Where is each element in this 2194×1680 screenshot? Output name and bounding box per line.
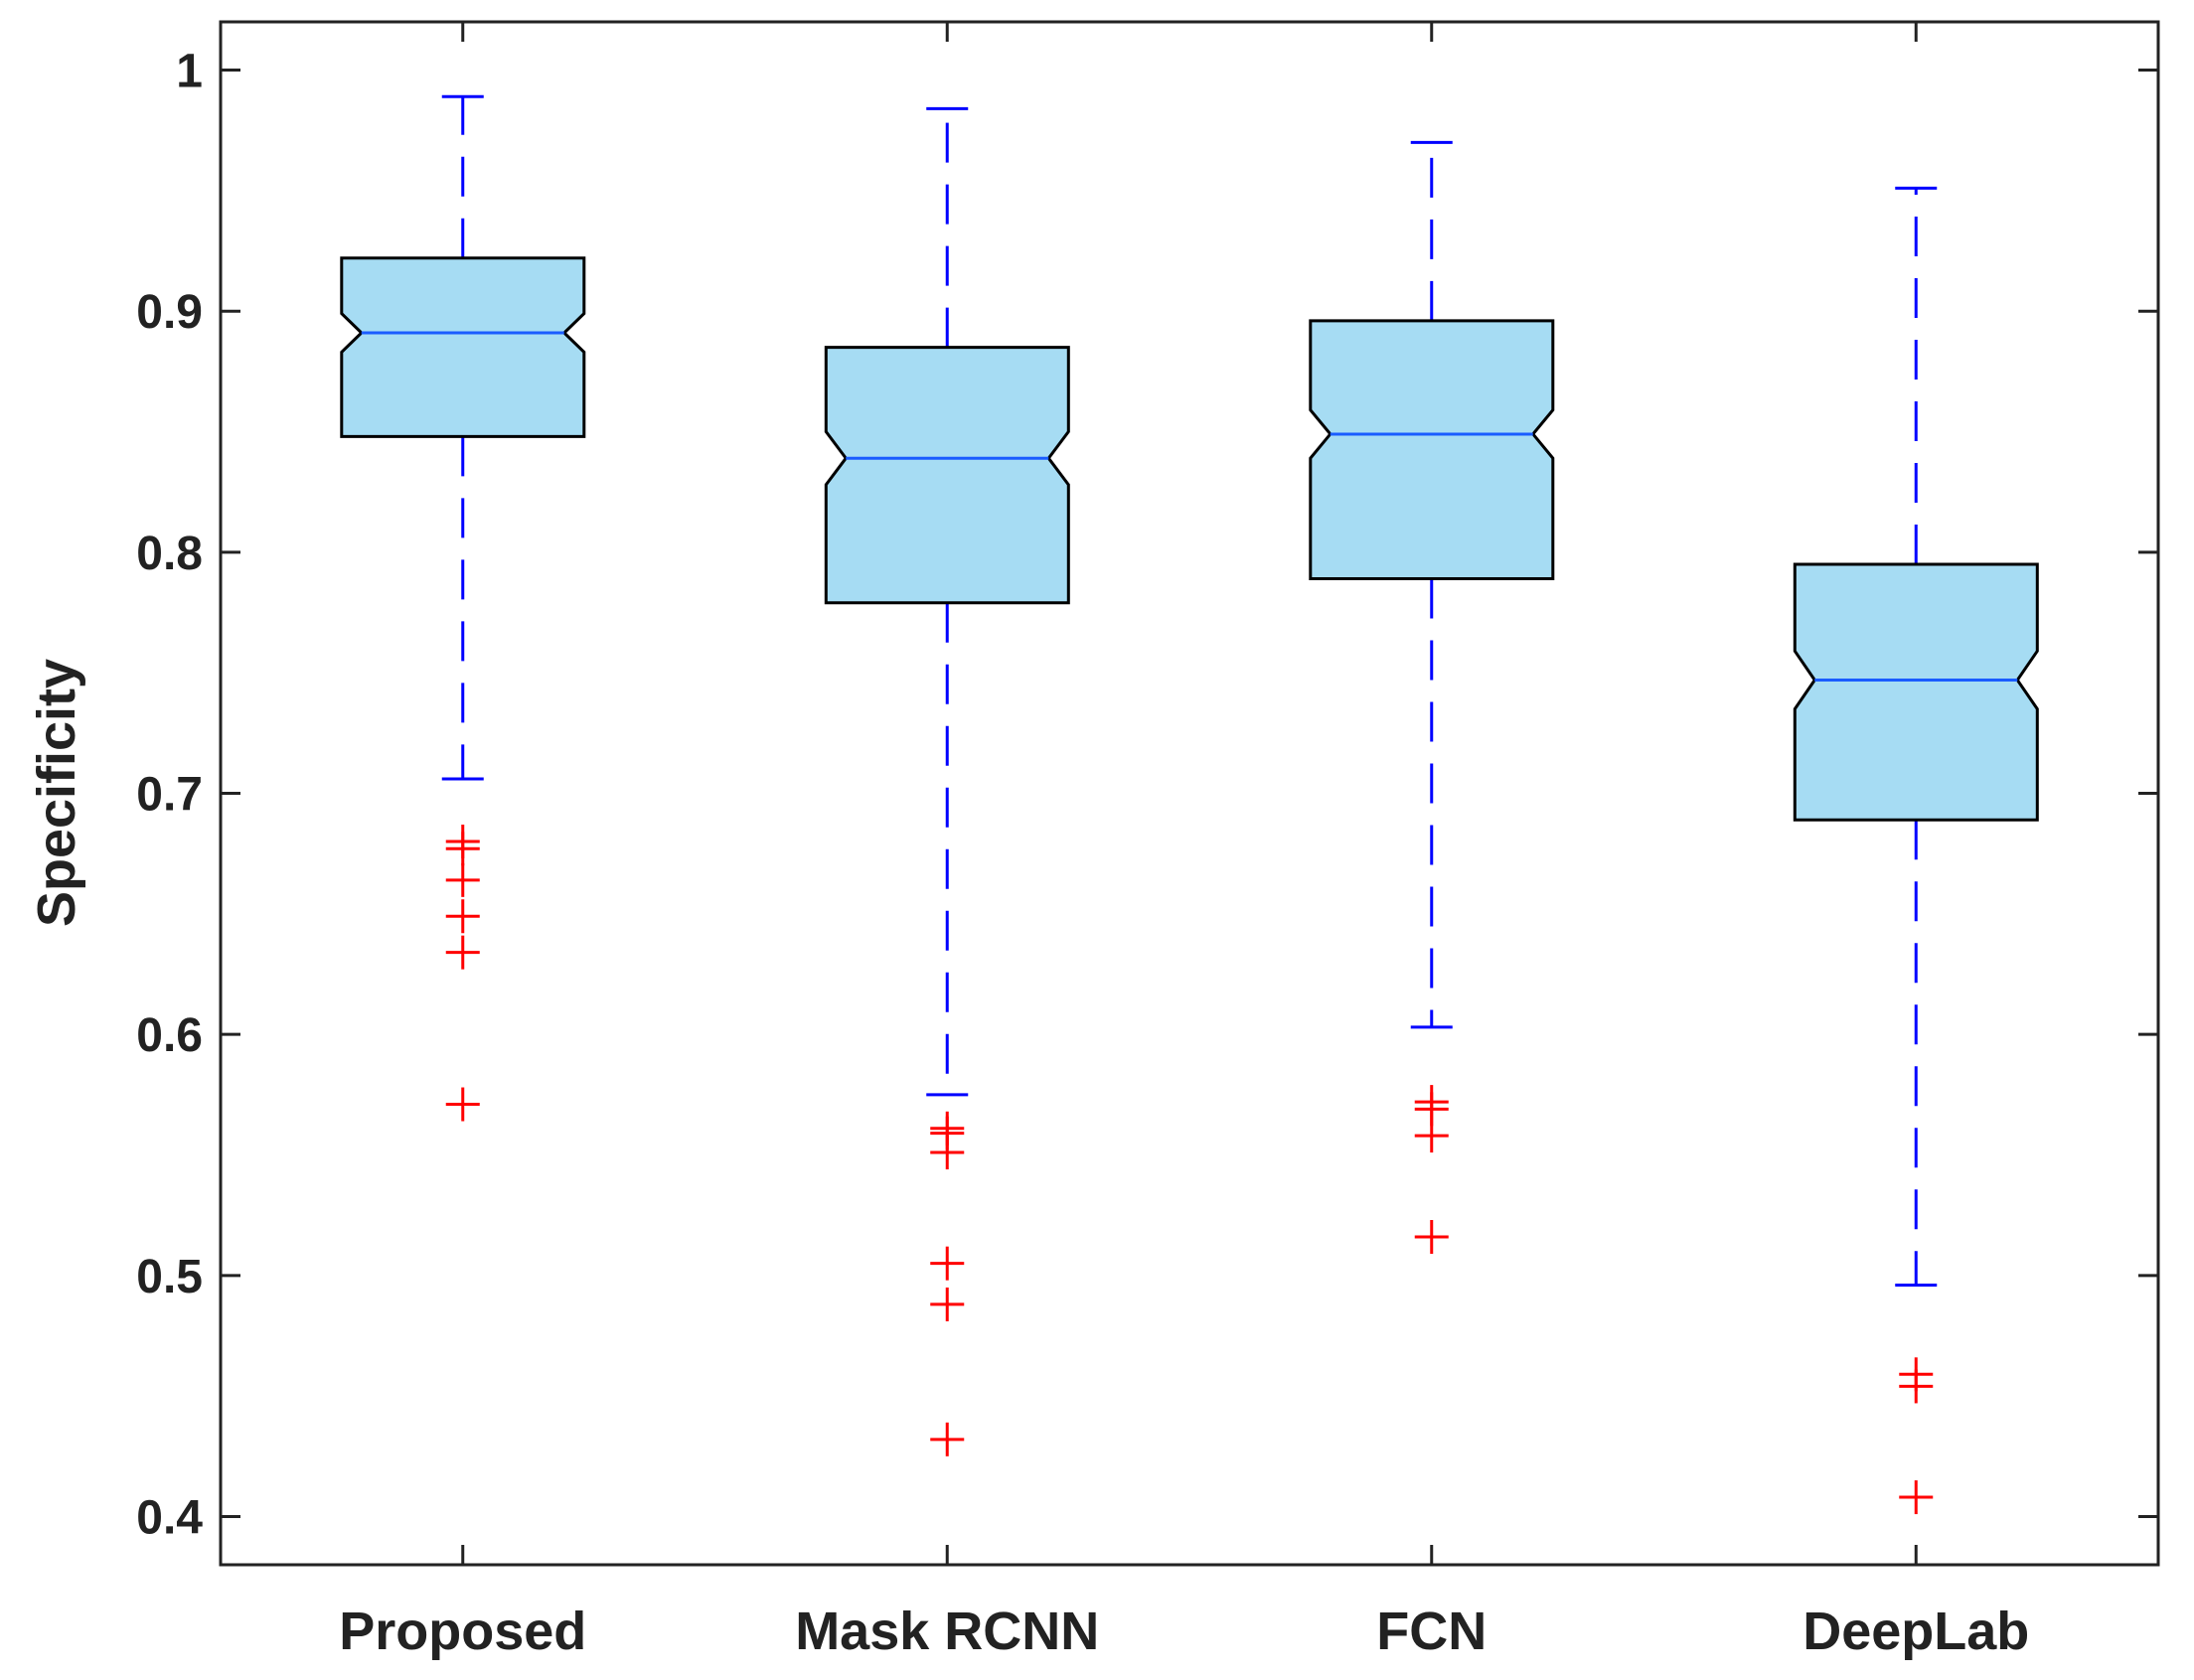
outlier-marker: [1899, 1480, 1934, 1515]
y-tick-label: 0.4: [136, 1491, 203, 1544]
outlier-marker: [1414, 1219, 1449, 1254]
outlier-marker: [1414, 1119, 1449, 1153]
y-tick-label: 0.5: [136, 1251, 203, 1303]
y-tick-label: 0.9: [136, 286, 203, 339]
box-proposed: [340, 94, 586, 1122]
x-category-label: DeepLab: [1802, 1602, 2029, 1661]
y-tick-label: 0.7: [136, 769, 203, 822]
x-category-label: FCN: [1376, 1602, 1487, 1661]
outlier-marker: [1899, 1369, 1934, 1404]
notched-box: [1793, 562, 2039, 822]
outlier-marker: [445, 832, 480, 866]
box-fcn: [1309, 140, 1555, 1254]
notched-box: [340, 256, 586, 438]
y-axis-title: Specificity: [27, 659, 86, 927]
outlier-marker: [930, 1136, 965, 1170]
outlier-marker: [445, 935, 480, 970]
outlier-marker: [930, 1287, 965, 1321]
notched-box: [1309, 319, 1555, 580]
y-tick-label: 0.8: [136, 528, 203, 580]
box-deeplab: [1793, 186, 2039, 1515]
outlier-marker: [445, 899, 480, 934]
y-tick-label: 1: [176, 46, 203, 98]
outlier-marker: [930, 1246, 965, 1281]
boxes: [340, 94, 2039, 1515]
notched-box: [824, 346, 1070, 605]
outlier-marker: [445, 862, 480, 897]
outlier-marker: [445, 1087, 480, 1122]
outlier-marker: [930, 1422, 965, 1456]
x-category-label: Mask RCNN: [795, 1602, 1099, 1661]
box-mask-rcnn: [824, 106, 1070, 1456]
x-category-label: Proposed: [339, 1602, 586, 1661]
y-tick-label: 0.6: [136, 1009, 203, 1062]
